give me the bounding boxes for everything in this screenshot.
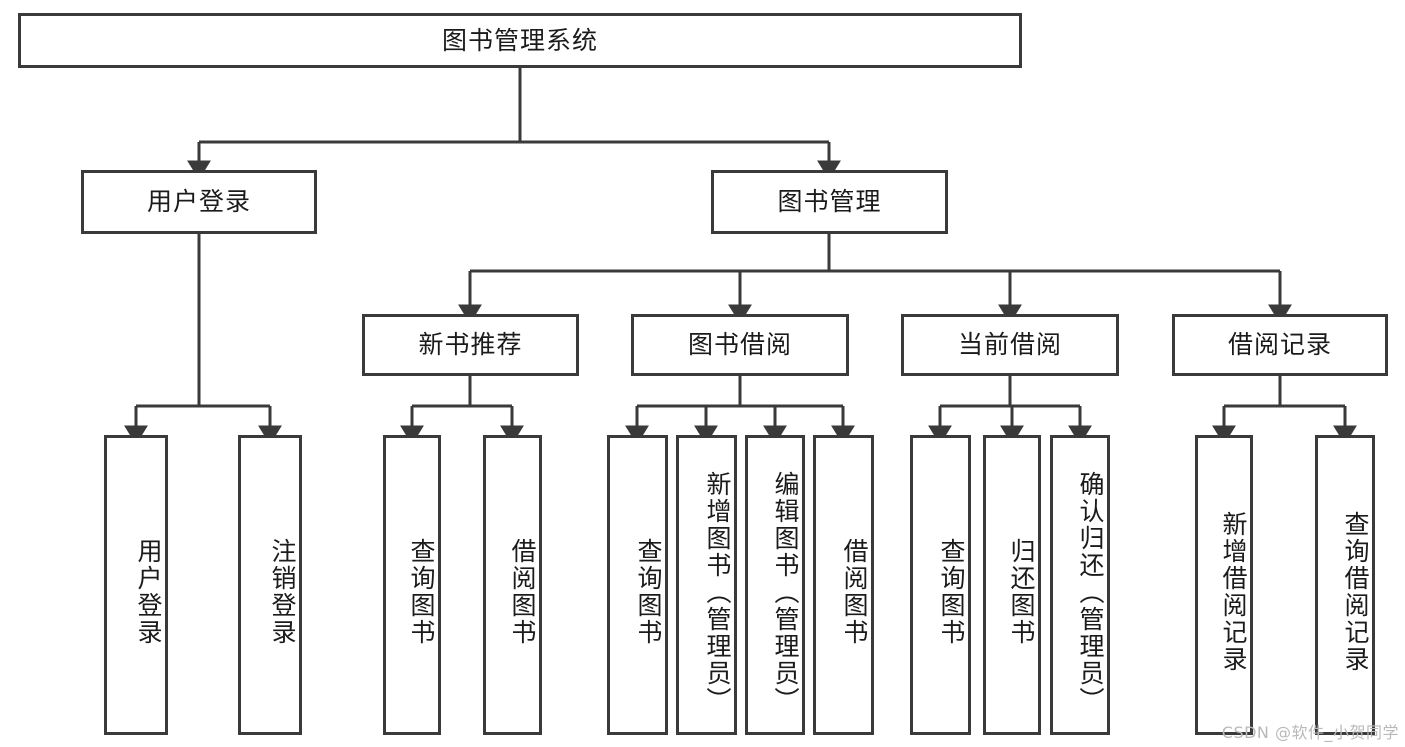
leaf-query-book-current[interactable]: 查询图书 <box>910 435 971 735</box>
leaf-add-book-admin[interactable]: 新增图书（管理员） <box>676 435 737 735</box>
leaf-query-book[interactable]: 查询图书 <box>607 435 668 735</box>
leaf-add-borrow-record[interactable]: 新增借阅记录 <box>1195 435 1253 735</box>
leaf-return-book[interactable]: 归还图书 <box>983 435 1041 735</box>
leaf-query-borrow-record[interactable]: 查询借阅记录 <box>1315 435 1375 735</box>
node-current-borrow[interactable]: 当前借阅 <box>901 314 1119 376</box>
leaf-borrow-book[interactable]: 借阅图书 <box>813 435 874 735</box>
leaf-edit-book-admin[interactable]: 编辑图书（管理员） <box>745 435 805 735</box>
leaf-user-login[interactable]: 用户登录 <box>104 435 168 735</box>
node-new-book-recommend[interactable]: 新书推荐 <box>362 314 579 376</box>
node-root-system[interactable]: 图书管理系统 <box>18 13 1022 68</box>
leaf-borrow-book-recommend[interactable]: 借阅图书 <box>483 435 542 735</box>
node-borrow-record[interactable]: 借阅记录 <box>1172 314 1388 376</box>
node-book-management[interactable]: 图书管理 <box>711 170 948 234</box>
csdn-watermark: CSDN @软件_小贺同学 <box>1221 723 1399 742</box>
node-user-login[interactable]: 用户登录 <box>81 170 317 234</box>
leaf-query-book-recommend[interactable]: 查询图书 <box>383 435 441 735</box>
leaf-confirm-return-admin[interactable]: 确认归还（管理员） <box>1050 435 1110 735</box>
node-book-borrow[interactable]: 图书借阅 <box>631 314 849 376</box>
leaf-logout[interactable]: 注销登录 <box>238 435 302 735</box>
